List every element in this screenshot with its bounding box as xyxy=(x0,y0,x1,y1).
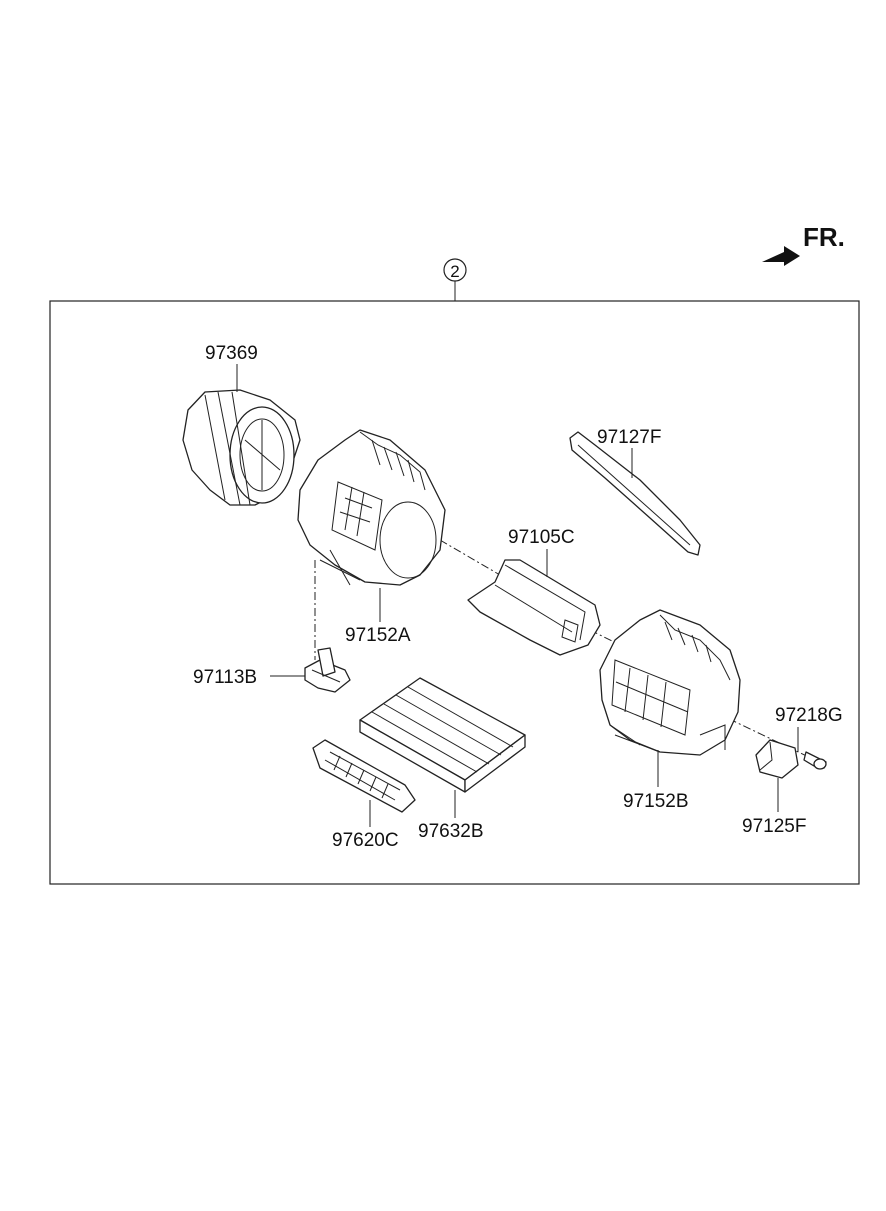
cover-plate-part xyxy=(312,739,416,813)
seal-part xyxy=(569,431,701,556)
label-97620c: 97620C xyxy=(332,830,399,851)
label-97127f: 97127F xyxy=(597,427,661,448)
label-97113b: 97113B xyxy=(193,667,257,688)
cabin-filter-part xyxy=(359,677,526,793)
front-arrow-icon xyxy=(762,246,800,266)
assembly-frame xyxy=(49,300,860,885)
duct-ring-part xyxy=(182,389,301,506)
assembly-ref-number: 2 xyxy=(450,262,459,281)
fr-label: FR. xyxy=(803,222,845,252)
label-97218g: 97218G xyxy=(775,705,843,726)
label-97369: 97369 xyxy=(205,343,258,364)
part-labels: 97369 97127F 97105C 97152A 97113B 97218G… xyxy=(193,343,843,851)
label-97105c: 97105C xyxy=(508,527,575,548)
assembly-callout: 2 xyxy=(443,258,467,301)
screw-part xyxy=(803,751,827,770)
front-direction-indicator: FR. xyxy=(762,222,845,266)
actuator-part xyxy=(755,739,799,779)
resistor-part xyxy=(304,647,351,693)
lower-case-part xyxy=(599,609,741,756)
label-97632b: 97632B xyxy=(418,821,484,842)
upper-case-part xyxy=(297,429,446,586)
label-97152b: 97152B xyxy=(623,791,689,812)
label-97125f: 97125F xyxy=(742,816,806,837)
filter-cover-part xyxy=(467,559,601,656)
label-97152a: 97152A xyxy=(345,625,411,646)
leader-lines xyxy=(236,364,799,827)
